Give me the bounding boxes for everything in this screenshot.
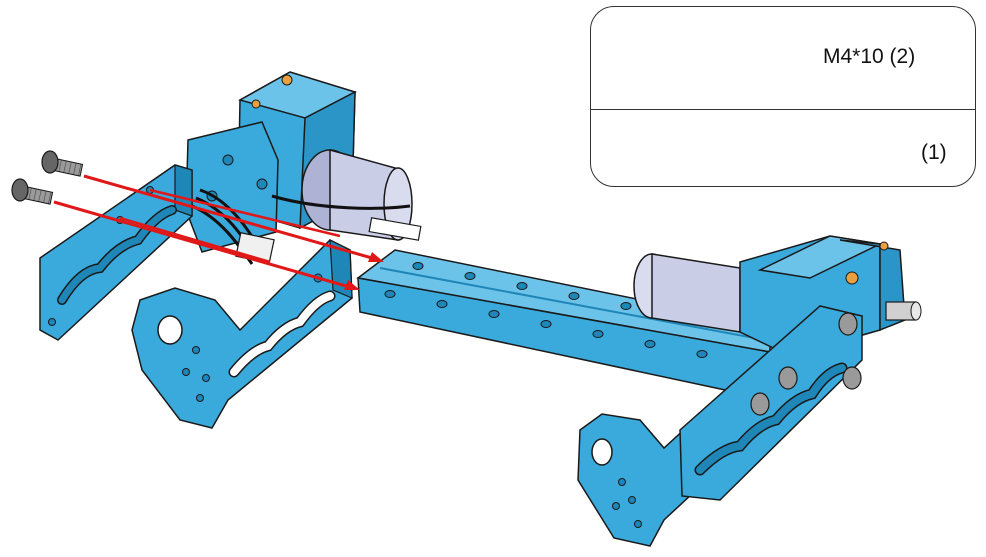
right-screw-heads	[750, 312, 862, 416]
bracket-quantity-label: (1)	[921, 141, 947, 164]
left-screw-upper	[41, 150, 84, 177]
assembly-arrows	[53, 174, 384, 290]
parts-list-panel: M4*10 (2) (1)	[590, 6, 976, 187]
left-bent-bracket	[131, 238, 353, 429]
screw-quantity-label: M4*10 (2)	[823, 45, 916, 68]
left-rear-plate	[39, 164, 193, 341]
parts-list-divider	[591, 109, 975, 110]
left-screw-lower	[11, 178, 54, 205]
long-beam	[356, 249, 773, 401]
right-vertical-plate	[679, 305, 863, 501]
left-gear-motor	[185, 71, 422, 265]
